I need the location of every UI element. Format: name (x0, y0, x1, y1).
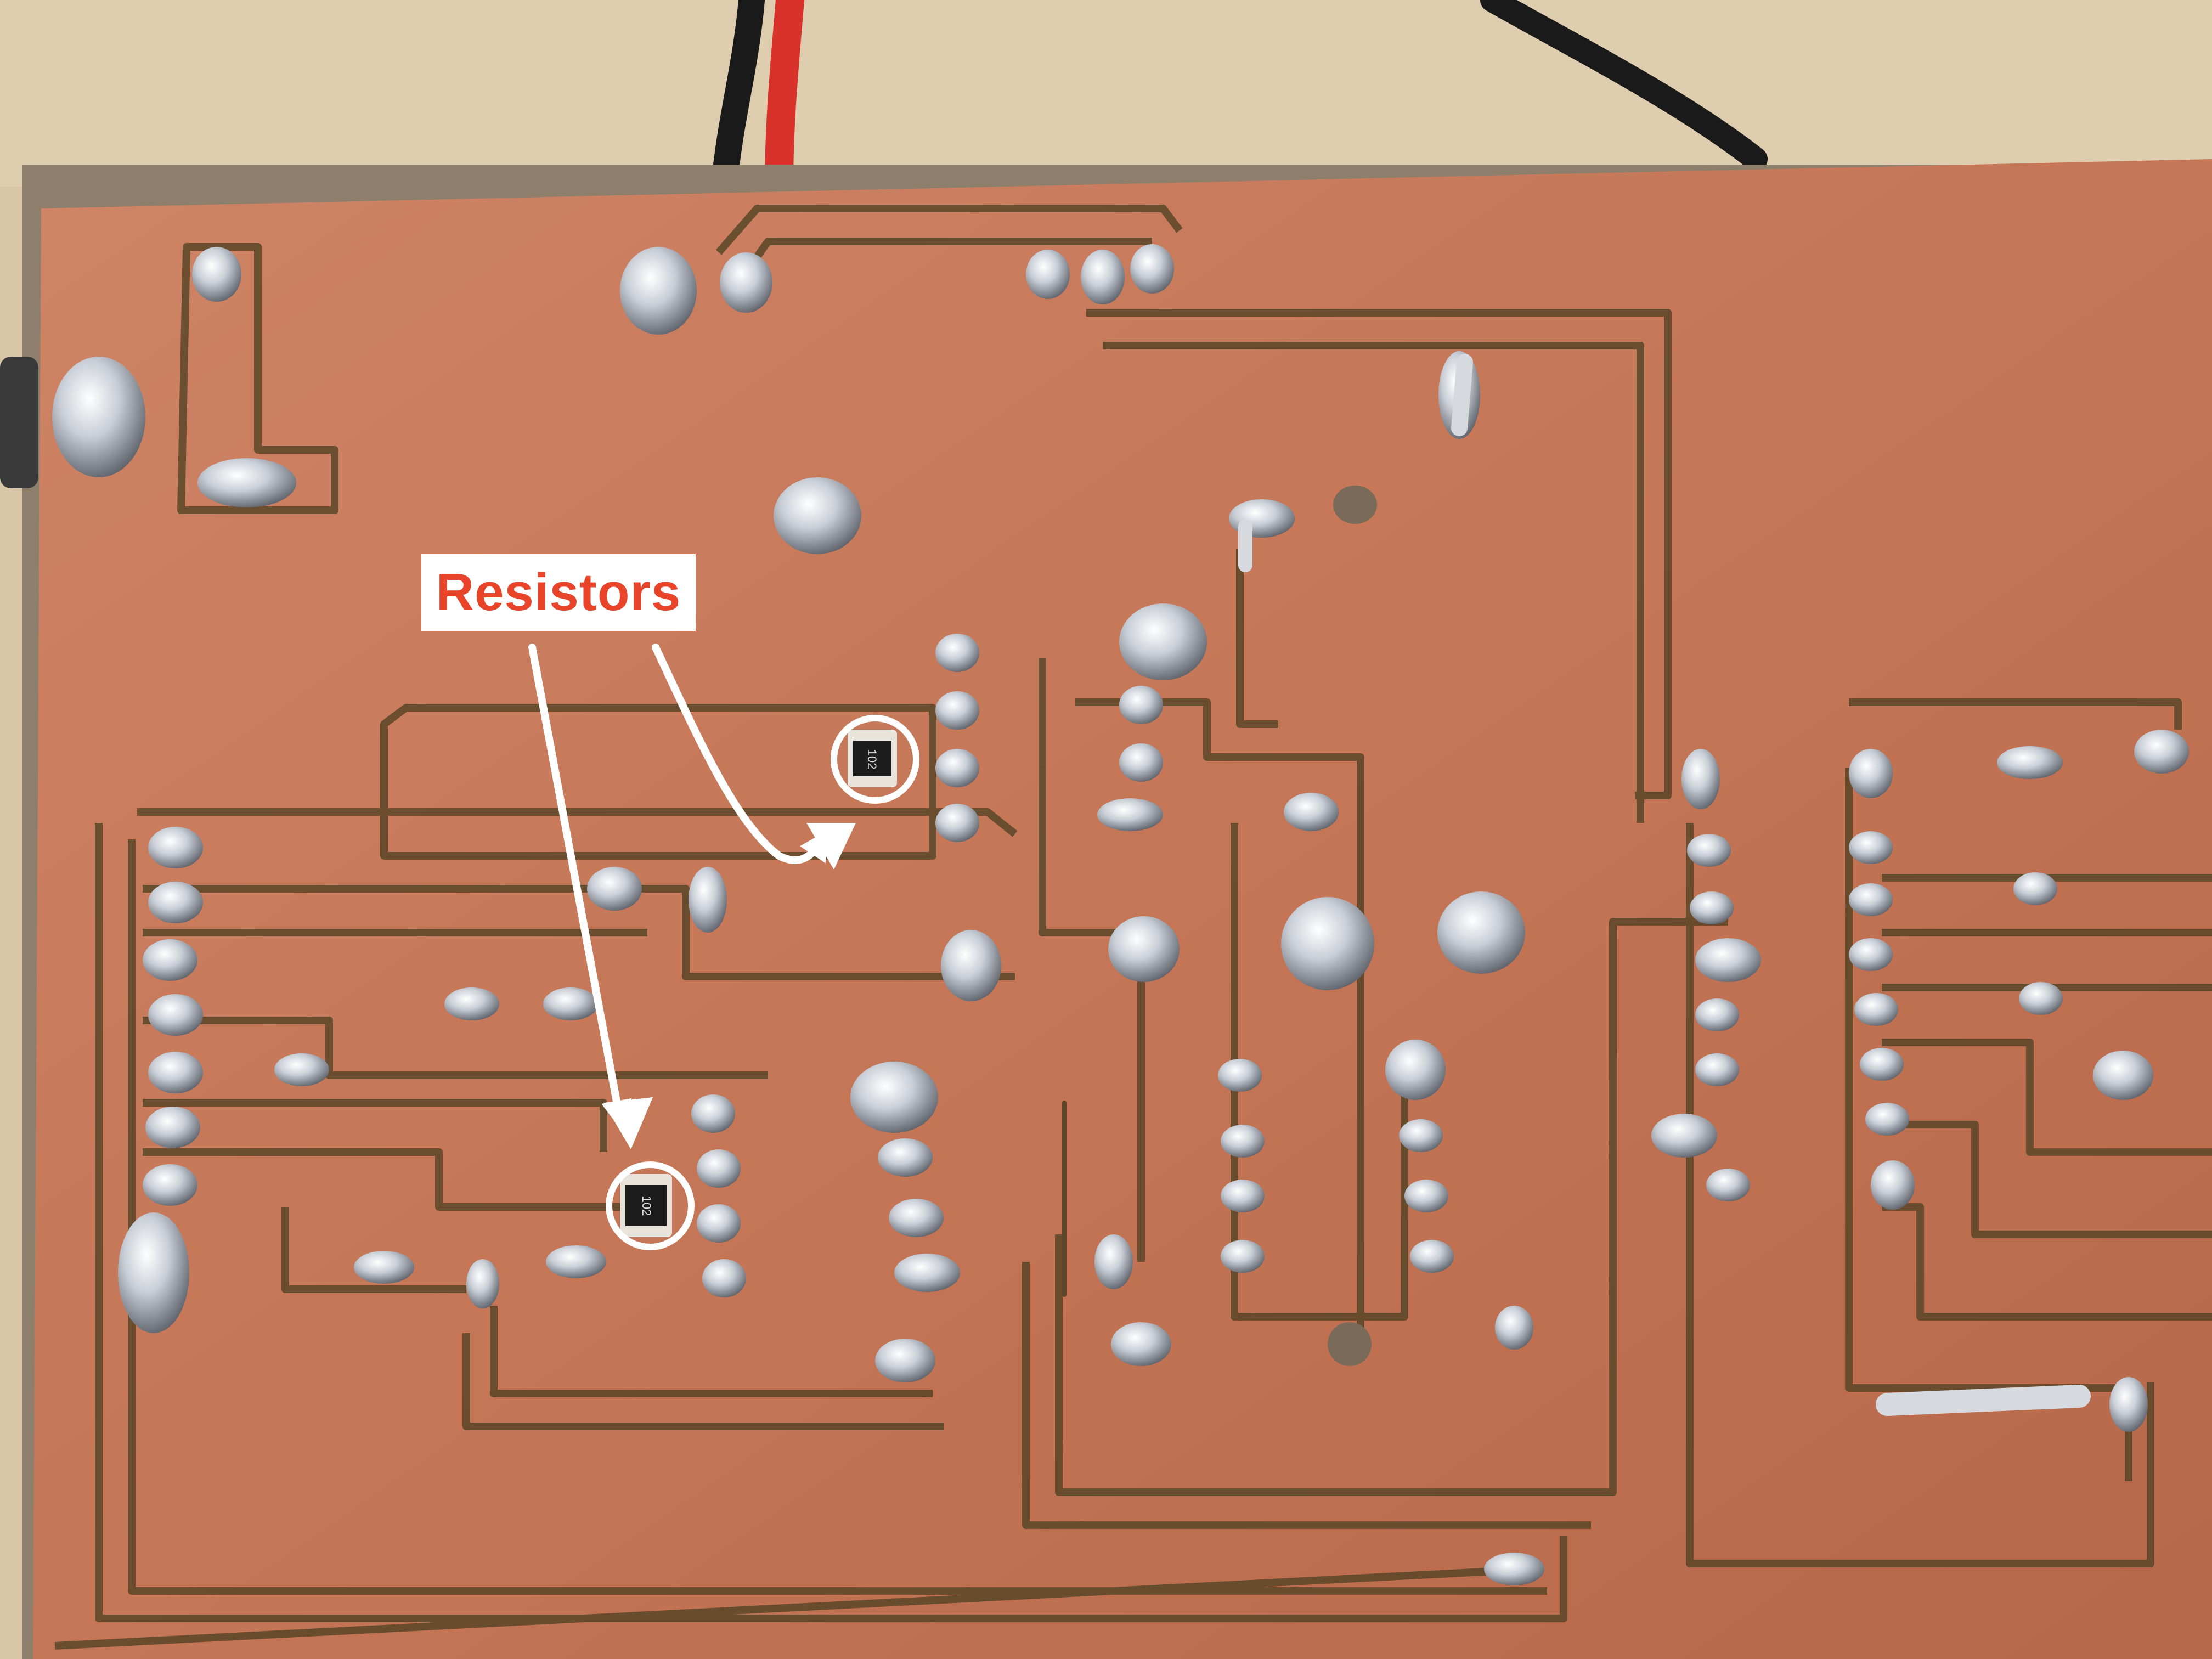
power-cables (711, 0, 1768, 201)
connector-left (0, 357, 38, 488)
highlight-circle-lower (606, 1161, 695, 1250)
resistors-label-box: Resistors (421, 554, 696, 631)
arrow-to-upper-resistor (652, 644, 830, 865)
arrowhead-upper (806, 823, 856, 870)
smd-resistor-upper: 102 (848, 730, 897, 787)
arrowhead-lower (603, 1097, 653, 1149)
resistor-upper-marking: 102 (865, 749, 879, 770)
highlight-circle-upper (831, 715, 919, 804)
desk-shadow (0, 0, 2212, 187)
solder-bridges (1062, 354, 2091, 1416)
resistors-label: Resistors (436, 563, 681, 622)
smd-resistor-lower: 102 (620, 1174, 672, 1237)
etched-traces (54, 205, 2212, 1650)
solder-joints (52, 244, 2189, 1585)
resistor-lower-marking: 102 (640, 1196, 653, 1216)
annotation-arrows (528, 644, 830, 1132)
arrow-to-lower-resistor (528, 644, 632, 1132)
